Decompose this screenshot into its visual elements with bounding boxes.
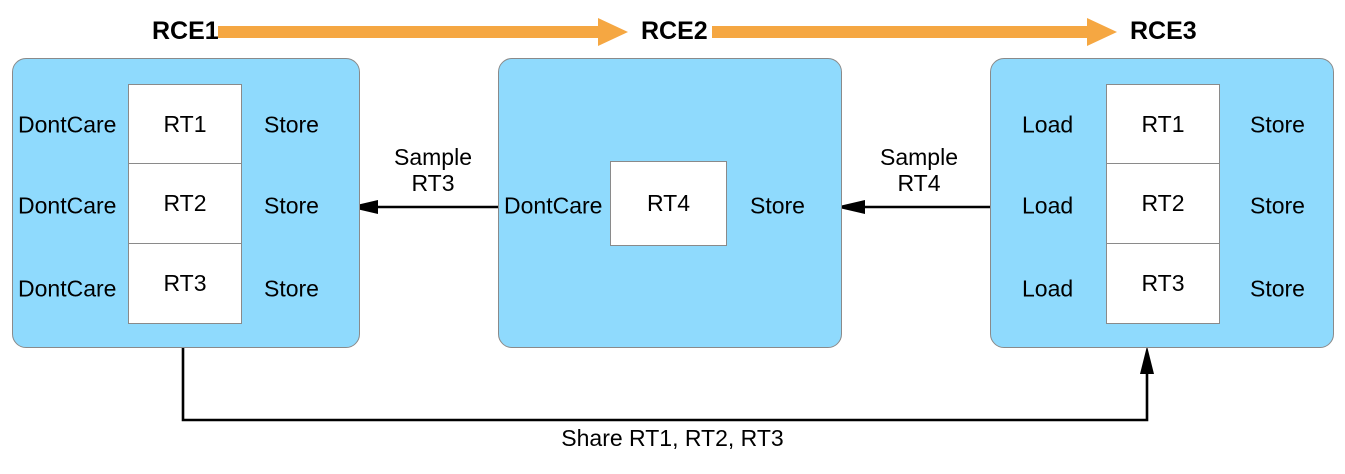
output-label: Store	[264, 111, 319, 138]
register-cell: RT3	[1141, 269, 1185, 296]
input-label: Load	[1022, 275, 1074, 302]
register-cell: RT1	[129, 85, 241, 165]
register-table-rce1: RT1 RT2 RT3	[128, 84, 242, 324]
input-label: Load	[1022, 111, 1074, 138]
register-table-rce2: RT4	[610, 161, 727, 246]
connector-rce3-to-rce2-icon	[835, 200, 990, 214]
stage-title-rce1: RCE1	[152, 17, 219, 45]
connector-label-sample-rt3: Sample RT3	[383, 144, 483, 197]
output-label: Store	[1250, 192, 1305, 219]
connector-label-share: Share RT1, RT2, RT3	[561, 425, 784, 451]
arrow-rce1-to-rce2-icon	[218, 18, 628, 46]
output-label: Store	[264, 192, 319, 219]
connector-rce1-to-rce3-icon	[181, 346, 1154, 422]
output-label: Store	[264, 275, 319, 302]
input-label: DontCare	[18, 275, 117, 302]
connector-label-line2: RT3	[411, 169, 455, 196]
input-label: DontCare	[504, 192, 603, 219]
stage-title-rce2: RCE2	[641, 17, 708, 45]
connector-rce2-to-rce1-icon	[348, 200, 498, 214]
output-label: Store	[1250, 111, 1305, 138]
output-label: Store	[1250, 275, 1305, 302]
connector-label-sample-rt4: Sample RT4	[869, 144, 969, 197]
input-label: DontCare	[18, 192, 117, 219]
stage-title-rce3: RCE3	[1130, 17, 1197, 45]
register-cell: RT2	[129, 164, 241, 244]
connector-label-line1: Sample	[880, 144, 958, 170]
register-cell: RT1	[1107, 85, 1219, 165]
connector-label-line1: Sample	[394, 144, 472, 170]
register-cell: RT4	[646, 190, 691, 216]
output-label: Store	[750, 192, 805, 219]
register-cell: RT2	[1107, 164, 1219, 244]
register-table-rce3: RT1 RT2 RT3	[1106, 84, 1220, 324]
connector-label-line2: RT4	[897, 169, 941, 196]
input-label: Load	[1022, 192, 1074, 219]
register-cell: RT3	[163, 269, 207, 296]
arrow-rce2-to-rce3-icon	[712, 18, 1117, 46]
input-label: DontCare	[18, 111, 117, 138]
